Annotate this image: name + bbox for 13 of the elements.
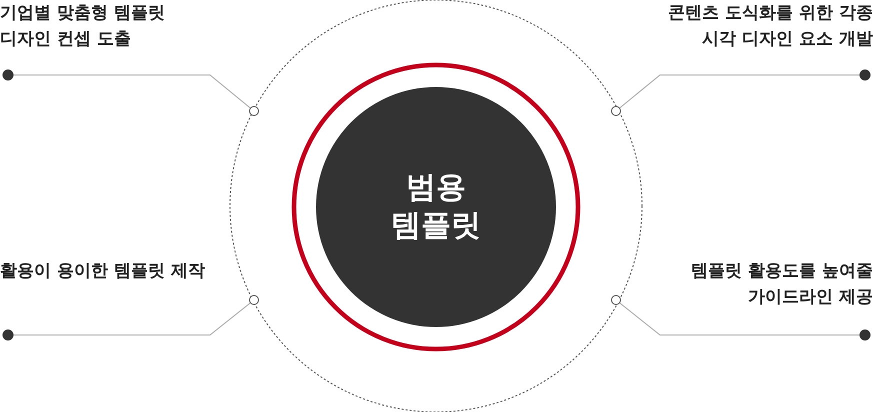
leader-line bbox=[619, 70, 870, 108]
item-text: 콘텐츠 도식화를 위한 각종 시각 디자인 요소 개발 bbox=[667, 2, 873, 51]
item-text: 템플릿 활용도를 높여줄 가이드라인 제공 bbox=[690, 260, 873, 309]
item-text: 기업별 맞춤형 템플릿 디자인 컨셉 도출 bbox=[0, 2, 166, 51]
small-circle bbox=[249, 106, 259, 116]
leader-line bbox=[2, 302, 251, 340]
center-title: 범용 템플릿 bbox=[390, 169, 482, 245]
item-text: 활용이 용이한 템플릿 제작 bbox=[0, 260, 206, 283]
small-circle bbox=[249, 295, 259, 305]
small-circle bbox=[611, 106, 621, 116]
small-circle bbox=[611, 295, 621, 305]
leader-line bbox=[2, 70, 251, 108]
leader-line bbox=[619, 302, 870, 340]
